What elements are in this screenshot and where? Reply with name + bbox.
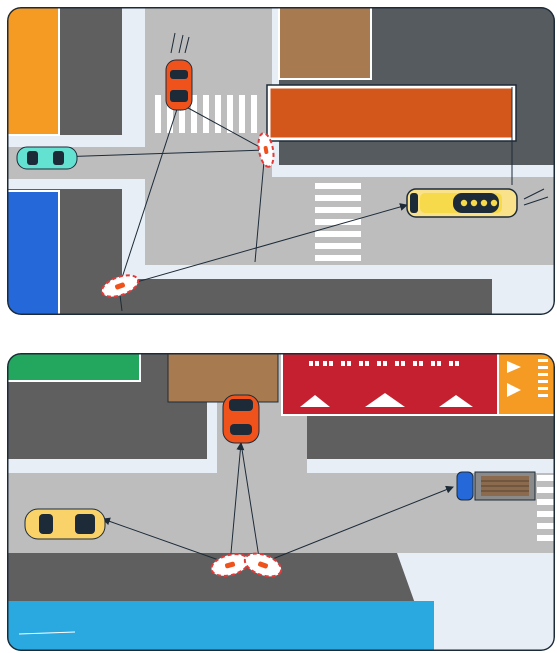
- orange-car: [223, 395, 259, 443]
- water: [7, 601, 434, 651]
- building-brown: [279, 7, 371, 79]
- building-green: [7, 353, 140, 381]
- teal-car: [17, 147, 77, 169]
- bottom-scene: [7, 353, 555, 651]
- building-orange: [498, 353, 555, 415]
- yellow-car: [25, 509, 105, 539]
- building-red: [282, 353, 498, 415]
- top-scene: [7, 7, 555, 315]
- blue-truck: [457, 472, 535, 500]
- building-orange: [7, 7, 59, 135]
- block-bottom: [122, 279, 492, 315]
- building-blue: [7, 191, 59, 315]
- bottom-scene-map: [7, 353, 555, 651]
- building-roof: [269, 87, 514, 139]
- top-scene-map: [7, 7, 555, 315]
- building-brown: [168, 353, 278, 402]
